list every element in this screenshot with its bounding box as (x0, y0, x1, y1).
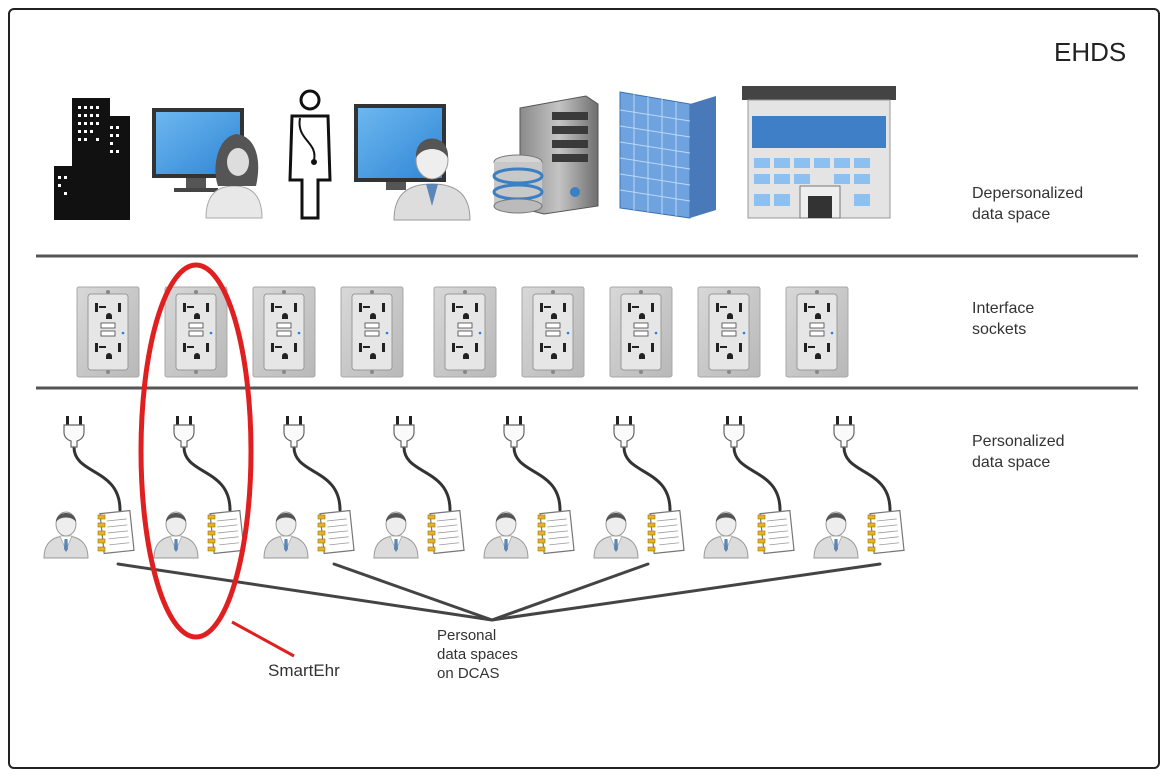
socket-icon (785, 286, 849, 378)
socket-icon (609, 286, 673, 378)
hospital-building-icon (742, 86, 896, 219)
person-icon (593, 511, 639, 559)
diagram-frame (8, 8, 1160, 769)
plug-icon (283, 415, 305, 448)
socket-icon (433, 286, 497, 378)
person-icon (813, 511, 859, 559)
socket-icon (697, 286, 761, 378)
person-icon (373, 511, 419, 559)
notebook-icon (537, 509, 575, 555)
ehds-title: EHDS (1054, 37, 1127, 67)
sockets-layer-label: Interface sockets (972, 300, 1035, 338)
city-buildings-icon (54, 98, 130, 220)
notebook-icon (317, 509, 355, 555)
plug-icon (393, 415, 415, 448)
depersonalized-layer-label: Depersonalized data space (972, 185, 1084, 223)
plug-icon (173, 415, 195, 448)
person-icon (263, 511, 309, 559)
woman-at-monitor-icon (152, 108, 263, 219)
socket-icon (521, 286, 585, 378)
plug-icon (723, 415, 745, 448)
socket-icon (164, 286, 228, 378)
plug-icon (503, 415, 525, 448)
notebook-icon (97, 509, 135, 555)
doctor-icon (288, 89, 332, 220)
person-icon (153, 511, 199, 559)
person-icon (43, 511, 89, 559)
socket-icon (76, 286, 140, 378)
person-icon (703, 511, 749, 559)
person-icon (483, 511, 529, 559)
personalized-layer-label: Personalized data space (972, 433, 1065, 471)
socket-icon (252, 286, 316, 378)
plug-cables (72, 445, 892, 512)
notebook-icon (867, 509, 905, 555)
notebook-icon (757, 509, 795, 555)
plug-icon (613, 415, 635, 448)
notebook-icon (427, 509, 465, 555)
socket-icon (340, 286, 404, 378)
smartehr-label: SmartEhr (268, 661, 340, 680)
dcas-connector-lines (116, 562, 882, 622)
smartehr-highlight-ellipse (138, 262, 254, 640)
office-tower-icon (619, 91, 716, 219)
database-server-icon (492, 95, 599, 215)
plug-icon (833, 415, 855, 448)
notebook-icon (207, 509, 245, 555)
smartehr-pointer-line (231, 620, 295, 658)
man-at-monitor-icon (354, 104, 471, 221)
plug-icon (63, 415, 85, 448)
personal-data-spaces-label: Personal data spaces on DCAS (437, 627, 518, 682)
notebook-icon (647, 509, 685, 555)
